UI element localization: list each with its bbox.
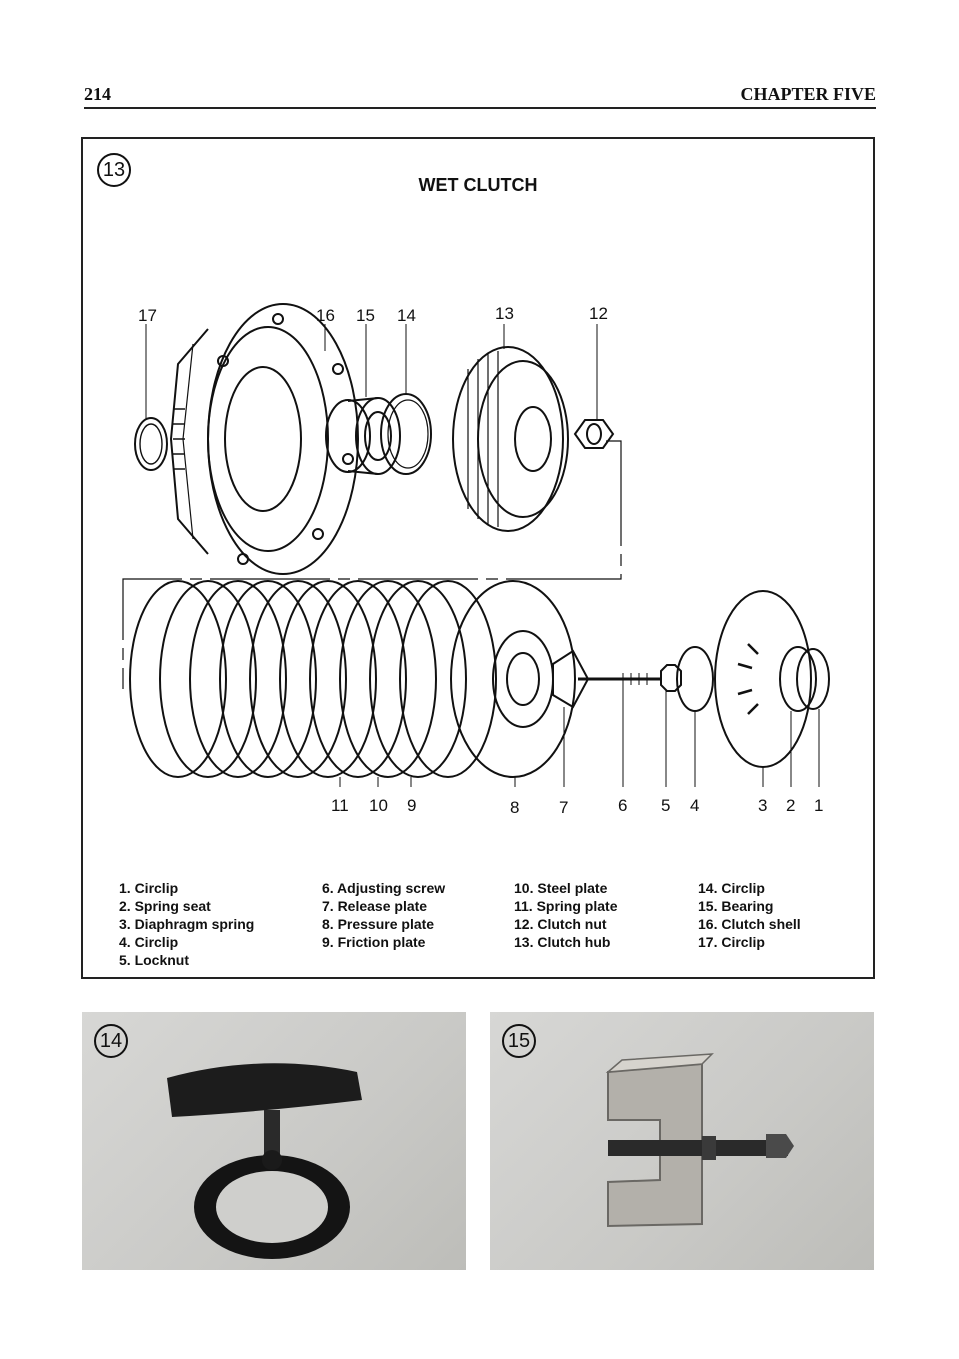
diaphragm-spring-assembly-drawing [714, 590, 830, 768]
clutch-hub-drawing [452, 346, 569, 532]
legend-item: 4. Circlip [119, 934, 179, 950]
legend-column-3: 10. Steel plate 11. Spring plate 12. Clu… [514, 879, 617, 951]
callout-8: 8 [510, 798, 519, 817]
callout-3: 3 [758, 796, 767, 815]
legend-item: 7. Release plate [322, 898, 428, 914]
circlip-14-drawing [380, 393, 432, 475]
figure-number-badge: 13 [97, 153, 131, 187]
callout-4: 4 [690, 796, 699, 815]
legend-item: 15. Bearing [698, 898, 774, 914]
callout-7: 7 [559, 798, 568, 817]
release-plate-and-screw-drawing [552, 649, 682, 709]
legend-item: 16. Clutch shell [698, 916, 801, 932]
bearing-drawing [325, 397, 401, 475]
figure-15-photo: 15 [490, 1012, 874, 1270]
leader-lines [145, 324, 820, 787]
page-header: 214 CHAPTER FIVE [84, 82, 876, 109]
legend-item: 11. Spring plate [514, 898, 618, 914]
clutch-plate-stack-drawing [129, 580, 497, 778]
callout-12: 12 [589, 304, 608, 323]
callout-17: 17 [138, 306, 157, 325]
legend-item: 9. Friction plate [322, 934, 426, 950]
legend-item: 17. Circlip [698, 934, 765, 950]
legend-item: 10. Steel plate [514, 880, 608, 896]
legend-item: 1. Circlip [119, 880, 179, 896]
legend-item: 5. Locknut [119, 952, 190, 968]
exploded-clutch-diagram: 17 16 15 14 13 12 11 10 9 8 7 6 5 4 3 2 … [122, 303, 830, 817]
callout-15: 15 [356, 306, 375, 325]
legend-column-2: 6. Adjusting screw 7. Release plate 8. P… [322, 879, 445, 951]
circlip-17-drawing [134, 417, 168, 471]
callout-6: 6 [618, 796, 627, 815]
legend-item: 8. Pressure plate [322, 916, 435, 932]
clutch-shell-drawing [169, 303, 359, 575]
circlip-4-drawing [676, 646, 714, 712]
figure-13-wet-clutch: 13 WET CLUTCH [81, 137, 875, 979]
legend-column-1: 1. Circlip 2. Spring seat 3. Diaphragm s… [119, 879, 254, 969]
clutch-nut-drawing [122, 419, 622, 689]
legend-item: 12. Clutch nut [514, 916, 607, 932]
figure-14-photo: 14 [82, 1012, 466, 1270]
legend-item: 13. Clutch hub [514, 934, 611, 950]
pressure-plate-drawing [450, 580, 576, 778]
callout-14: 14 [397, 306, 416, 325]
figure-number-badge: 15 [502, 1024, 536, 1058]
callout-5: 5 [661, 796, 670, 815]
legend-item: 3. Diaphragm spring [119, 916, 255, 932]
legend-item: 2. Spring seat [119, 898, 211, 914]
callout-11: 11 [331, 796, 349, 815]
callout-13: 13 [495, 304, 514, 323]
callout-1: 1 [814, 796, 823, 815]
callout-16: 16 [316, 306, 335, 325]
page-number: 214 [84, 84, 111, 104]
figure-number-badge: 14 [94, 1024, 128, 1058]
legend-item: 14. Circlip [698, 880, 765, 896]
clutch-holder-tool-image [167, 1063, 362, 1259]
puller-tool-image [605, 1053, 794, 1228]
callout-2: 2 [786, 796, 795, 815]
legend-item: 6. Adjusting screw [322, 880, 446, 896]
callout-9: 9 [407, 796, 416, 815]
callout-10: 10 [369, 796, 388, 815]
header-rule [84, 107, 876, 109]
figure-title: WET CLUTCH [418, 175, 538, 195]
legend-column-4: 14. Circlip 15. Bearing 16. Clutch shell… [698, 879, 801, 951]
chapter-title: CHAPTER FIVE [740, 84, 876, 104]
